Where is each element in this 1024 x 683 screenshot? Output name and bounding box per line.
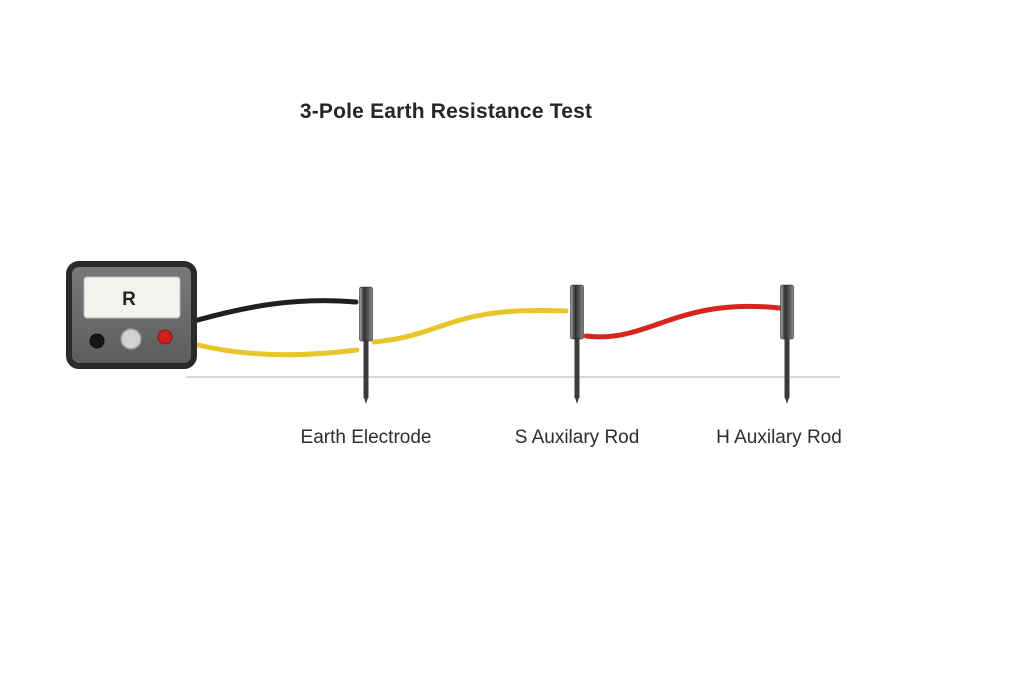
meter-dial-knob bbox=[120, 328, 142, 350]
yellow-wire-earth-to-s-rod bbox=[371, 307, 569, 345]
yellow-wire-meter-to-earth-electrode bbox=[191, 341, 360, 358]
s-auxiliary-rod bbox=[570, 284, 584, 404]
h-auxiliary-rod-sleeve bbox=[780, 284, 794, 340]
earth-electrode-rod-shaft bbox=[363, 320, 369, 398]
meter-display bbox=[83, 276, 181, 319]
h-auxiliary-rod-tip bbox=[784, 396, 790, 404]
meter-red-terminal bbox=[157, 329, 173, 345]
s-auxiliary-rod-sleeve bbox=[570, 284, 584, 340]
s-auxiliary-rod-tip bbox=[574, 396, 580, 404]
h-auxiliary-rod bbox=[780, 284, 794, 404]
earth-electrode-rod bbox=[359, 286, 373, 404]
h-auxiliary-rod-label: H Auxilary Rod bbox=[716, 427, 842, 448]
meter-black-terminal bbox=[89, 333, 105, 349]
red-wire-s-rod-to-h-rod bbox=[583, 303, 782, 340]
earth-electrode-rod-tip bbox=[363, 396, 369, 404]
earth-electrode-rod-sleeve bbox=[359, 286, 373, 342]
h-auxiliary-rod-shaft bbox=[784, 320, 790, 398]
diagram-title: 3-Pole Earth Resistance Test bbox=[300, 100, 592, 123]
e-terminal-black-wire bbox=[191, 298, 359, 324]
s-auxiliary-rod-label: S Auxilary Rod bbox=[515, 427, 640, 448]
earth-resistance-meter: R bbox=[66, 261, 197, 369]
s-auxiliary-rod-shaft bbox=[574, 320, 580, 398]
earth-electrode-label: Earth Electrode bbox=[301, 427, 432, 448]
meter-display-reading: R bbox=[122, 289, 136, 310]
